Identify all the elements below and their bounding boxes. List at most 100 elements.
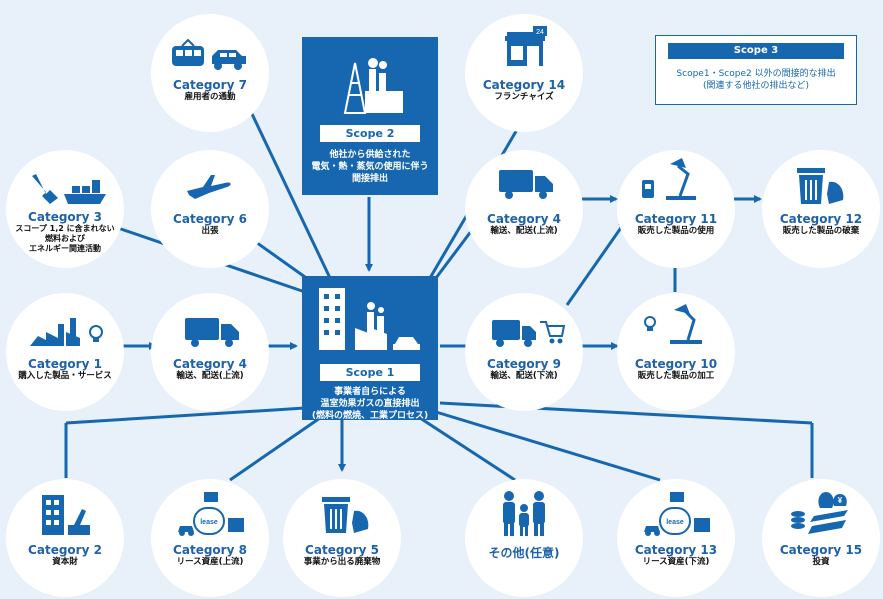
category-desc: 投資 <box>812 557 830 567</box>
category-label: Category 10 <box>634 357 718 371</box>
category-9: Category 9 輸送、配送(下流) <box>454 357 594 382</box>
scope2-title: Scope 2 <box>320 125 420 142</box>
category-label: Category 11 <box>634 212 718 226</box>
category-14: Category 14 フランチャイズ <box>454 78 594 103</box>
scope3-text: Scope1・Scope2 以外の間接的な排出 (関連する他社の排出など) <box>676 69 836 91</box>
trash-bag-icon <box>797 168 844 204</box>
circle-cat2 <box>6 479 124 597</box>
line-cat7-scope1 <box>241 94 332 279</box>
scope1-title: Scope 1 <box>320 364 420 381</box>
category-desc: 購入した製品・サービス <box>18 371 112 381</box>
category-desc: 輸送、配送(上流) <box>490 226 558 236</box>
circle-cat7 <box>151 14 269 132</box>
category-15: Category 15 投資 <box>751 543 883 568</box>
category-label: Category 8 <box>173 543 247 557</box>
category-desc: リース資産(下流) <box>642 557 710 567</box>
trash-bag-icon <box>322 497 369 533</box>
category-3: Category 3 スコープ 1,2 に含まれない 燃料および エネルギー関連… <box>0 210 135 254</box>
circle-cat4b <box>465 150 583 268</box>
category-1: Category 1 購入した製品・サービス <box>0 357 135 382</box>
line-scope1-cat15 <box>439 401 813 425</box>
category-desc: フランチャイズ <box>494 92 554 102</box>
power-plant-icon <box>343 58 403 114</box>
category-label: Category 2 <box>28 543 102 557</box>
category-label: Category 1 <box>28 357 102 371</box>
convenience-store-icon: 24 <box>505 26 547 66</box>
category-label: その他(任意) <box>488 546 560 560</box>
category-11: Category 11 販売した製品の使用 <box>606 212 746 237</box>
yen-symbol: ¥ <box>838 496 843 505</box>
category-4-upstream-left: Category 4 輸送、配送(上流) <box>140 357 280 382</box>
scope3-title: Scope 3 <box>668 43 844 59</box>
category-4-upstream-right: Category 4 輸送、配送(上流) <box>454 212 594 237</box>
scope1-text: 事業者自らによる 温室効果ガスの直接排出 (燃料の燃焼、工業プロセス) <box>311 387 429 421</box>
category-desc: 雇用者の通勤 <box>184 92 236 102</box>
circle-cat10 <box>617 293 735 411</box>
category-desc: 出張 <box>201 226 219 236</box>
category-label: Category 9 <box>487 357 561 371</box>
category-desc: 資本財 <box>52 557 78 567</box>
truck-icon <box>185 318 239 347</box>
truck-cart-icon <box>492 320 566 347</box>
line-scope1-cat2 <box>65 406 306 425</box>
category-12: Category 12 販売した製品の破棄 <box>751 212 883 237</box>
category-label: Category 13 <box>634 543 718 557</box>
factory-bulb-icon <box>30 318 103 346</box>
category-other: その他(任意) <box>454 546 594 560</box>
line-scope1-cat13 <box>435 410 661 482</box>
scope2-text: 他社から供給された 電気・熱・蒸気の使用に伴う 間接排出 <box>311 150 429 184</box>
line-scope1-other <box>419 416 516 482</box>
category-label: Category 5 <box>305 543 379 557</box>
circle-cat9 <box>465 293 583 411</box>
lamp-bulb-icon <box>644 304 702 344</box>
lamp-meter-icon <box>642 158 696 200</box>
category-label: Category 14 <box>482 78 566 92</box>
lease-label: lease <box>666 519 684 526</box>
category-label: Category 6 <box>173 212 247 226</box>
lease-label: lease <box>200 519 218 526</box>
money-investment-icon: ¥ <box>791 492 848 534</box>
category-label: Category 4 <box>173 357 247 371</box>
circle-cat1 <box>6 293 124 411</box>
airplane-icon <box>187 175 231 199</box>
circle-cat4a <box>151 293 269 411</box>
scope3-legend: Scope 3 Scope1・Scope2 以外の間接的な排出 (関連する他社の… <box>655 35 857 105</box>
scope2-box: Scope 2 他社から供給された 電気・熱・蒸気の使用に伴う 間接排出 <box>302 37 438 195</box>
category-label: Category 12 <box>779 212 863 226</box>
category-desc: 販売した製品の使用 <box>637 226 715 236</box>
circle-cat11 <box>617 150 735 268</box>
category-label: Category 4 <box>487 212 561 226</box>
circle-cat3 <box>6 150 124 268</box>
category-desc: 販売した製品の破棄 <box>782 226 860 236</box>
category-desc: 輸送、配送(上流) <box>176 371 244 381</box>
category-label: Category 7 <box>173 78 247 92</box>
category-desc: 事業から出る廃棄物 <box>303 557 381 567</box>
building-crane-icon <box>42 495 90 535</box>
category-desc: リース資産(上流) <box>176 557 244 567</box>
circle-cat6 <box>151 150 269 268</box>
category-13: Category 13 リース資産(下流) <box>606 543 746 568</box>
line-scope1-cat8 <box>229 416 321 482</box>
category-8: Category 8 リース資産(上流) <box>140 543 280 568</box>
category-label: Category 15 <box>779 543 863 557</box>
arrow-cat9-cat11 <box>565 220 627 306</box>
shovel-ship-icon <box>32 174 106 204</box>
category-2: Category 2 資本財 <box>0 543 135 568</box>
category-label: Category 3 <box>28 210 102 224</box>
category-6: Category 6 出張 <box>140 212 280 237</box>
factory-building-icon <box>319 288 420 350</box>
scope1-box: Scope 1 事業者自らによる 温室効果ガスの直接排出 (燃料の燃焼、工業プロ… <box>302 276 438 421</box>
train-car-icon <box>172 38 246 70</box>
category-7: Category 7 雇用者の通勤 <box>140 78 280 103</box>
category-5: Category 5 事業から出る廃棄物 <box>272 543 412 568</box>
lease-assets-icon: lease <box>644 492 710 536</box>
family-icon <box>503 491 545 536</box>
category-desc: 輸送、配送(下流) <box>490 371 558 381</box>
store-number: 24 <box>536 29 544 36</box>
truck-icon <box>499 170 553 199</box>
category-desc: スコープ 1,2 に含まれない 燃料および エネルギー関連活動 <box>15 224 115 253</box>
category-desc: 販売した製品の加工 <box>637 371 715 381</box>
lease-assets-icon: lease <box>178 492 244 536</box>
circle-other <box>465 479 583 597</box>
